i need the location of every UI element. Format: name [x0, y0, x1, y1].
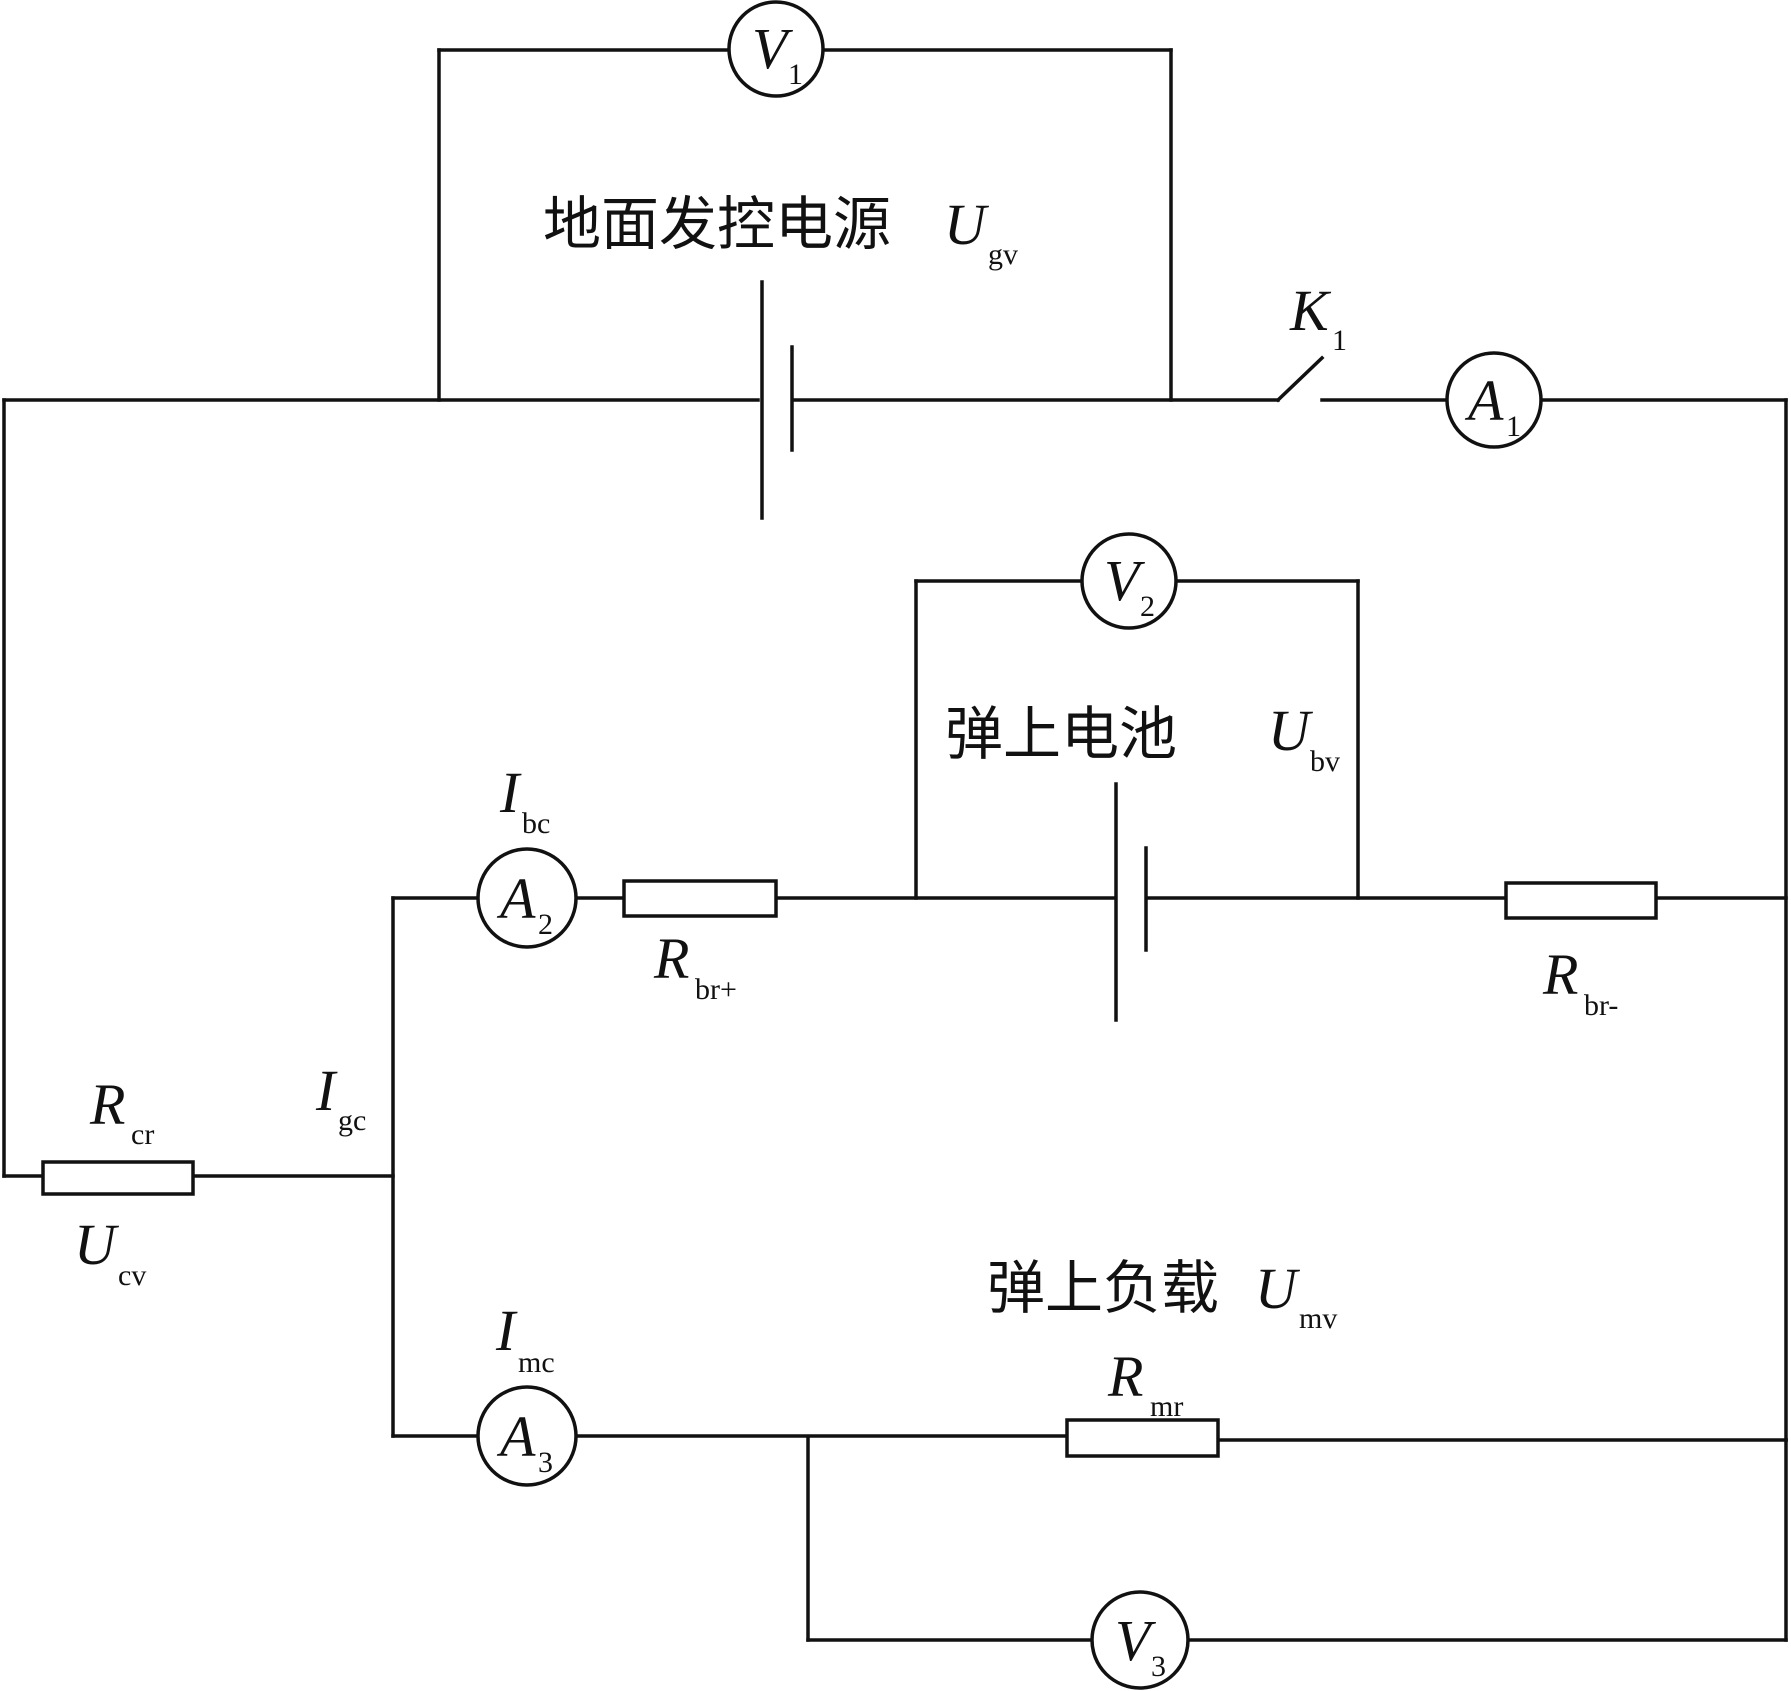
- svg-text:3: 3: [538, 1446, 553, 1479]
- voltmeter-v1: V 1: [727, 0, 825, 98]
- svg-text:cv: cv: [118, 1259, 146, 1292]
- svg-text:mc: mc: [518, 1346, 555, 1379]
- svg-text:A: A: [1464, 368, 1504, 433]
- svg-text:I: I: [315, 1058, 338, 1123]
- svg-text:V: V: [752, 16, 794, 81]
- label-igc: I gc: [315, 1058, 366, 1137]
- svg-text:3: 3: [1151, 1650, 1166, 1683]
- label-rcr: R cr: [89, 1072, 154, 1151]
- resistor-rbr-plus: [622, 879, 778, 918]
- svg-text:1: 1: [1332, 324, 1347, 357]
- label-ibc: I bc: [499, 760, 550, 840]
- svg-text:V: V: [1115, 1608, 1157, 1673]
- svg-text:R: R: [89, 1072, 125, 1137]
- svg-text:V: V: [1104, 548, 1146, 613]
- svg-text:1: 1: [1506, 410, 1521, 443]
- ammeter-a1: A 1: [1445, 351, 1543, 449]
- svg-text:cr: cr: [131, 1118, 154, 1151]
- svg-text:2: 2: [538, 908, 553, 941]
- svg-text:gc: gc: [338, 1104, 366, 1137]
- label-imc: I mc: [495, 1298, 555, 1379]
- label-rbr-plus: R br+: [653, 926, 737, 1006]
- switch-k1: [1275, 355, 1325, 403]
- label-ucv: U cv: [74, 1212, 146, 1292]
- svg-text:U: U: [944, 192, 990, 257]
- svg-text:A: A: [496, 866, 536, 931]
- svg-text:br-: br-: [1584, 989, 1618, 1022]
- svg-text:U: U: [1255, 1256, 1301, 1321]
- svg-text:mv: mv: [1299, 1302, 1337, 1335]
- ground-source-battery-symbol: [760, 280, 794, 520]
- label-onboard-battery: 弹上电池: [945, 700, 1177, 768]
- voltmeter-v3: V 3: [1090, 1590, 1190, 1690]
- label-onboard-load: 弹上负载 U mv: [987, 1254, 1337, 1335]
- label-ubv: U bv: [1268, 698, 1340, 778]
- svg-text:gv: gv: [988, 238, 1018, 271]
- svg-text:bc: bc: [522, 807, 550, 840]
- svg-text:U: U: [1268, 698, 1314, 763]
- svg-text:R: R: [653, 926, 689, 991]
- label-ground-source: 地面发控电源 U gv: [543, 190, 1018, 271]
- svg-text:U: U: [74, 1212, 120, 1277]
- svg-text:地面发控电源: 地面发控电源: [543, 190, 891, 258]
- svg-text:bv: bv: [1310, 745, 1340, 778]
- svg-text:K: K: [1289, 278, 1332, 343]
- svg-text:R: R: [1542, 942, 1578, 1007]
- svg-text:弹上负载: 弹上负载: [987, 1254, 1219, 1322]
- label-rmr: R mr: [1107, 1344, 1183, 1423]
- resistor-rmr: [1065, 1418, 1220, 1458]
- svg-text:mr: mr: [1150, 1390, 1183, 1423]
- wires: [2, 48, 1788, 1642]
- svg-text:1: 1: [788, 58, 803, 91]
- svg-text:I: I: [499, 760, 522, 825]
- ammeter-a2: A 2: [476, 847, 578, 949]
- resistor-rcr: [41, 1160, 195, 1196]
- voltmeter-v2: V 2: [1080, 532, 1178, 630]
- svg-text:I: I: [495, 1298, 518, 1363]
- resistor-rbr-minus: [1504, 881, 1658, 920]
- svg-text:A: A: [496, 1404, 536, 1469]
- onboard-battery-symbol: [1114, 782, 1148, 1022]
- ammeter-a3: A 3: [476, 1385, 578, 1487]
- label-rbr-minus: R br-: [1542, 942, 1618, 1022]
- svg-text:br+: br+: [695, 973, 737, 1006]
- svg-text:R: R: [1107, 1344, 1143, 1409]
- svg-text:2: 2: [1140, 590, 1155, 623]
- label-k1: K 1: [1289, 278, 1347, 357]
- svg-text:弹上电池: 弹上电池: [945, 700, 1177, 768]
